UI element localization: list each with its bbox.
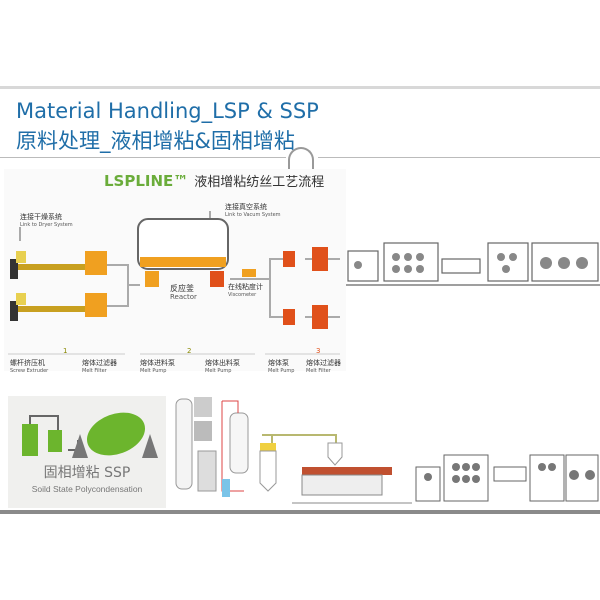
lsp-title: LSPLINE™ 液相增粘纺丝工艺流程 [104,171,324,190]
lsp-heading: 液相增粘纺丝工艺流程 [194,175,325,190]
step-1: 1 [63,347,68,355]
divider-arc [288,147,314,171]
extruder-bottom [10,293,107,321]
slide-title-cn: 原料处理_液相增粘&固相增粘 [16,129,295,153]
ssp-title-cn: 固相增粘 SSP [43,465,131,481]
ssp-title-en: Soild State Polycondensation [31,484,143,494]
extruder-top [10,251,107,279]
spinning-line-top [346,242,600,286]
ssp-process-graphic [175,397,599,504]
viscometer [242,269,256,277]
divider-right [318,157,600,158]
ssp-equipment-icon [22,412,158,458]
reactor [137,218,229,287]
lsp-flow-graphic [8,211,340,355]
spin-pumps [283,247,328,329]
divider-left [0,157,286,158]
lsp-brand: LSPLINE™ [104,172,189,190]
step-3: 3 [316,347,321,355]
ssp-panel: 固相增粘 SSP Soild State Polycondensation [8,396,166,508]
step-2: 2 [187,347,192,355]
slide: Material Handling_LSP & SSP 原料处理_液相增粘&固相… [0,86,600,514]
slide-title-en: Material Handling_LSP & SSP [16,99,319,123]
